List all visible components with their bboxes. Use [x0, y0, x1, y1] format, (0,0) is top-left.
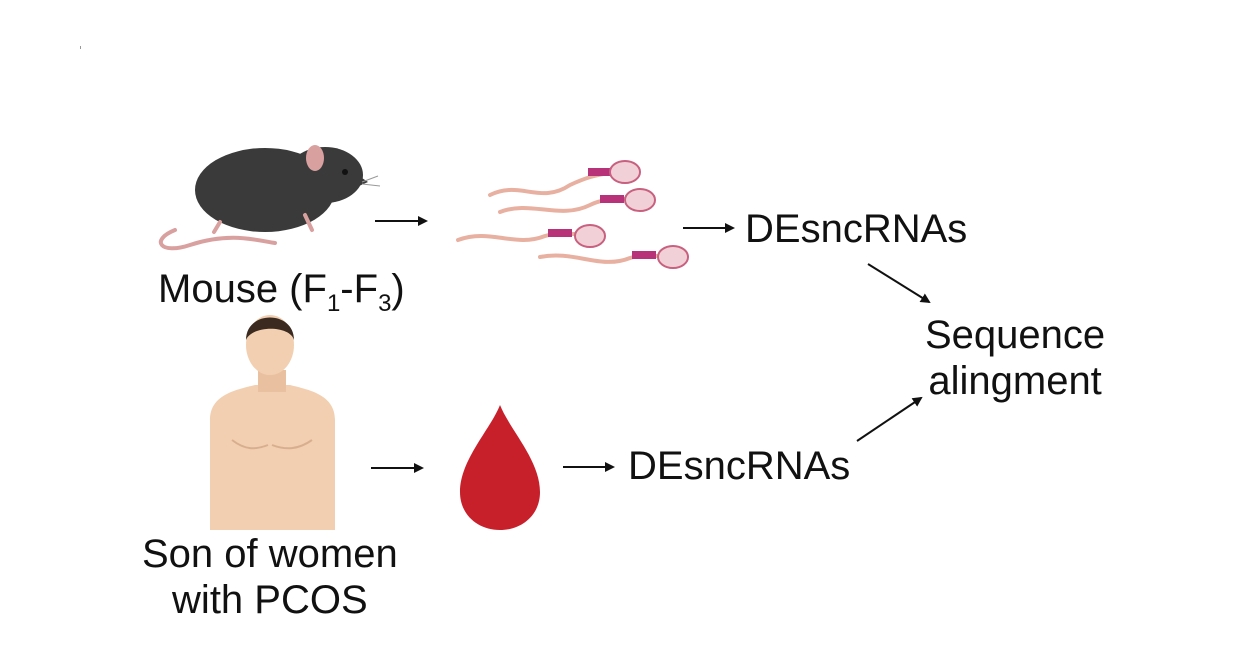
- speck: [80, 46, 81, 49]
- human-icon: [210, 315, 335, 530]
- arrow-bottom-desncrnas-to-alignment: [856, 396, 923, 442]
- mouse-label: Mouse (F1-F3): [158, 267, 405, 317]
- arrow-top-desncrnas-to-alignment: [867, 263, 931, 304]
- human-label: Son of women with PCOS: [142, 532, 398, 622]
- sequence-alignment-label: Sequence alingment: [925, 313, 1106, 403]
- mouse-icon: [159, 145, 381, 251]
- top-desncrnas-label: DEsncRNAs: [745, 207, 968, 251]
- bottom-desncrnas-label: DEsncRNAs: [628, 444, 851, 488]
- sperm-cells-icon: [456, 160, 689, 269]
- blood-drop-icon: [460, 405, 540, 530]
